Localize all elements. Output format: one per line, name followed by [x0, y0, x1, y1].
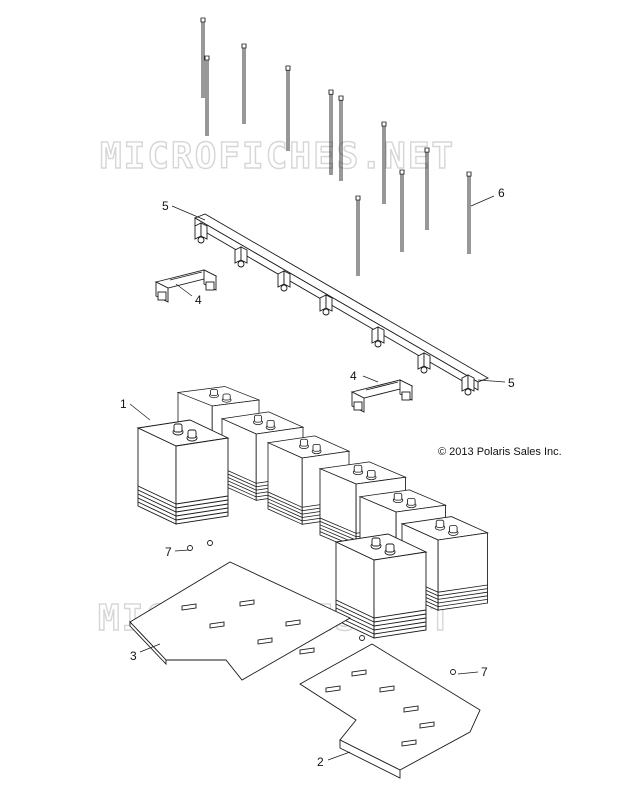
callout-7-left: 7 — [165, 545, 172, 559]
tray-upper — [129, 540, 351, 681]
callout-1: 1 — [120, 397, 127, 411]
rail-assembly — [193, 213, 490, 396]
callout-3: 3 — [130, 649, 137, 663]
bracket-right — [351, 379, 413, 413]
bracket-left — [155, 269, 217, 303]
copyright-notice: © 2013 Polaris Sales Inc. — [438, 446, 562, 458]
callout-7-right: 7 — [481, 665, 488, 679]
leader-lines — [129, 195, 506, 761]
callout-6: 6 — [498, 186, 505, 200]
callout-4-left: 4 — [195, 293, 202, 307]
watermark-top: MICROFICHES.NET — [100, 136, 455, 177]
callout-5-top: 5 — [162, 199, 169, 213]
callout-5-right: 5 — [508, 376, 515, 390]
callout-4-right: 4 — [350, 369, 357, 383]
callout-2: 2 — [317, 755, 324, 769]
tray-lower — [299, 635, 481, 779]
